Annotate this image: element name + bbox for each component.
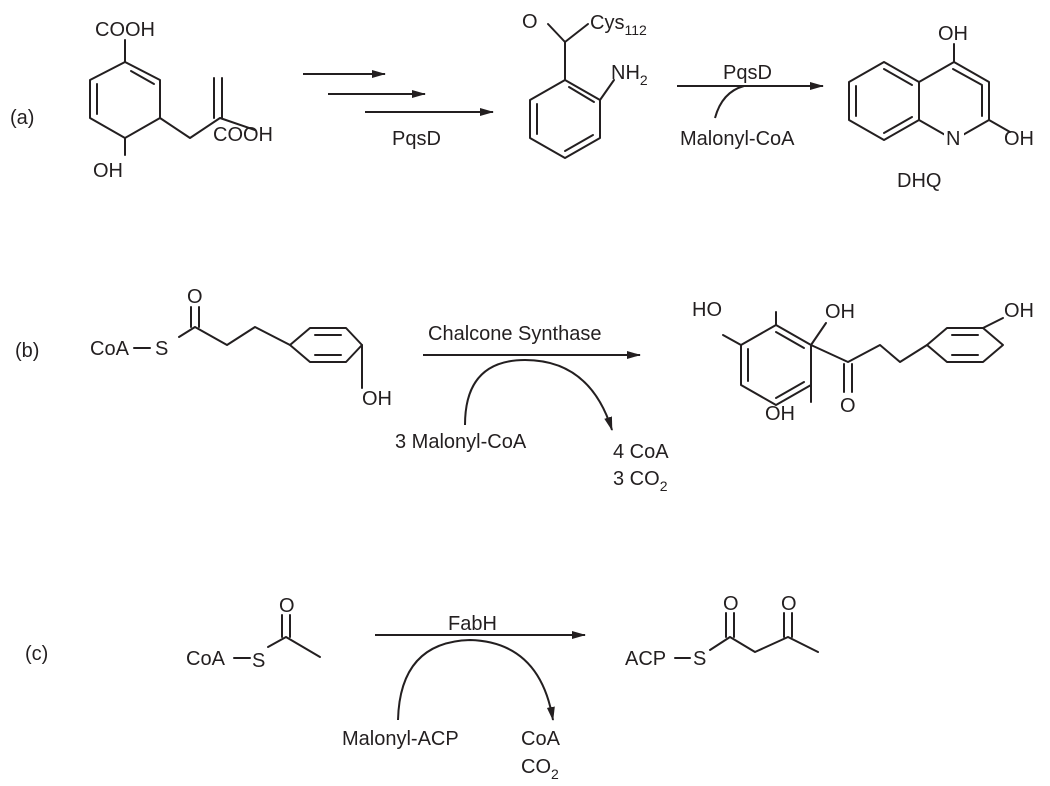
panel-b-product: HO OH OH OH O (692, 299, 1034, 425)
panel-a-cosubstrate: Malonyl-CoA (680, 128, 795, 150)
panel-a-pqsd-label: PqsD (723, 62, 772, 84)
panel-a-intermediate-cys: Cys112 (590, 12, 647, 38)
panel-c: (c) CoA S O FabH Malonyl-ACP CoA CO2 (25, 593, 819, 782)
panel-b-product-oh-bottom: OH (765, 403, 795, 425)
panel-c-byproduct-coa: CoA (521, 728, 561, 750)
panel-a-substrate: COOH COOH OH (89, 19, 273, 182)
panel-c-label: (c) (25, 643, 48, 665)
panel-c-fabh-arrow (375, 631, 586, 721)
panel-a-substrate-cooh-side: COOH (213, 124, 273, 146)
panel-b-substrate-coa: CoA (90, 338, 130, 360)
panel-a-product-name: DHQ (897, 170, 941, 192)
panel-b-cosubstrate: 3 Malonyl-CoA (395, 431, 527, 453)
panel-c-product-acp: ACP (625, 648, 666, 670)
panel-a: (a) COOH COOH OH PqsD (10, 11, 1034, 192)
panel-a-multistep-arrows (303, 70, 494, 116)
panel-b-product-oh-right: OH (1004, 300, 1034, 322)
panel-c-product-o2: O (781, 593, 797, 615)
panel-a-product-oh-top: OH (938, 23, 968, 45)
panel-a-intermediate: O Cys112 NH2 (522, 11, 648, 159)
panel-b-enzyme-label: Chalcone Synthase (428, 323, 601, 345)
panel-c-cosubstrate: Malonyl-ACP (342, 728, 459, 750)
panel-a-enzyme-label: PqsD (392, 128, 441, 150)
panel-b-product-oh-top: OH (825, 301, 855, 323)
panel-c-product-s: S (693, 648, 706, 670)
panel-c-product-o1: O (723, 593, 739, 615)
panel-b-byproduct-co2: 3 CO2 (613, 468, 668, 494)
panel-b-product-ho-left: HO (692, 299, 722, 321)
panel-b-product-o: O (840, 395, 856, 417)
panel-c-enzyme-label: FabH (448, 613, 497, 635)
panel-a-label: (a) (10, 107, 34, 129)
panel-c-substrate-o: O (279, 595, 295, 617)
panel-b-substrate: CoA S O OH (90, 286, 392, 410)
panel-c-substrate-coa: CoA (186, 648, 226, 670)
panel-b-substrate-s: S (155, 338, 168, 360)
panel-a-intermediate-carbonyl-o: O (522, 11, 538, 33)
panel-a-substrate-oh: OH (93, 160, 123, 182)
panel-a-substrate-cooh-top: COOH (95, 19, 155, 41)
panel-c-product: ACP S O O (625, 593, 819, 670)
panel-a-pqsd-arrow (677, 82, 824, 119)
panel-c-substrate: CoA S O (186, 595, 321, 672)
panel-c-byproduct-co2: CO2 (521, 756, 559, 782)
panel-b: (b) CoA S O OH Chalcone Synthase 3 Malon… (15, 286, 1034, 494)
panel-b-byproduct-coa: 4 CoA (613, 441, 669, 463)
panel-c-substrate-s: S (252, 650, 265, 672)
panel-b-chalcone-synthase-arrow (423, 351, 641, 431)
panel-a-intermediate-nh2: NH2 (611, 62, 648, 88)
panel-a-product-oh-side: OH (1004, 128, 1034, 150)
panel-a-product-dhq: OH N OH DHQ (848, 23, 1034, 192)
panel-b-label: (b) (15, 340, 39, 362)
panel-a-product-n: N (946, 128, 960, 150)
panel-b-substrate-o: O (187, 286, 203, 308)
panel-b-substrate-oh: OH (362, 388, 392, 410)
